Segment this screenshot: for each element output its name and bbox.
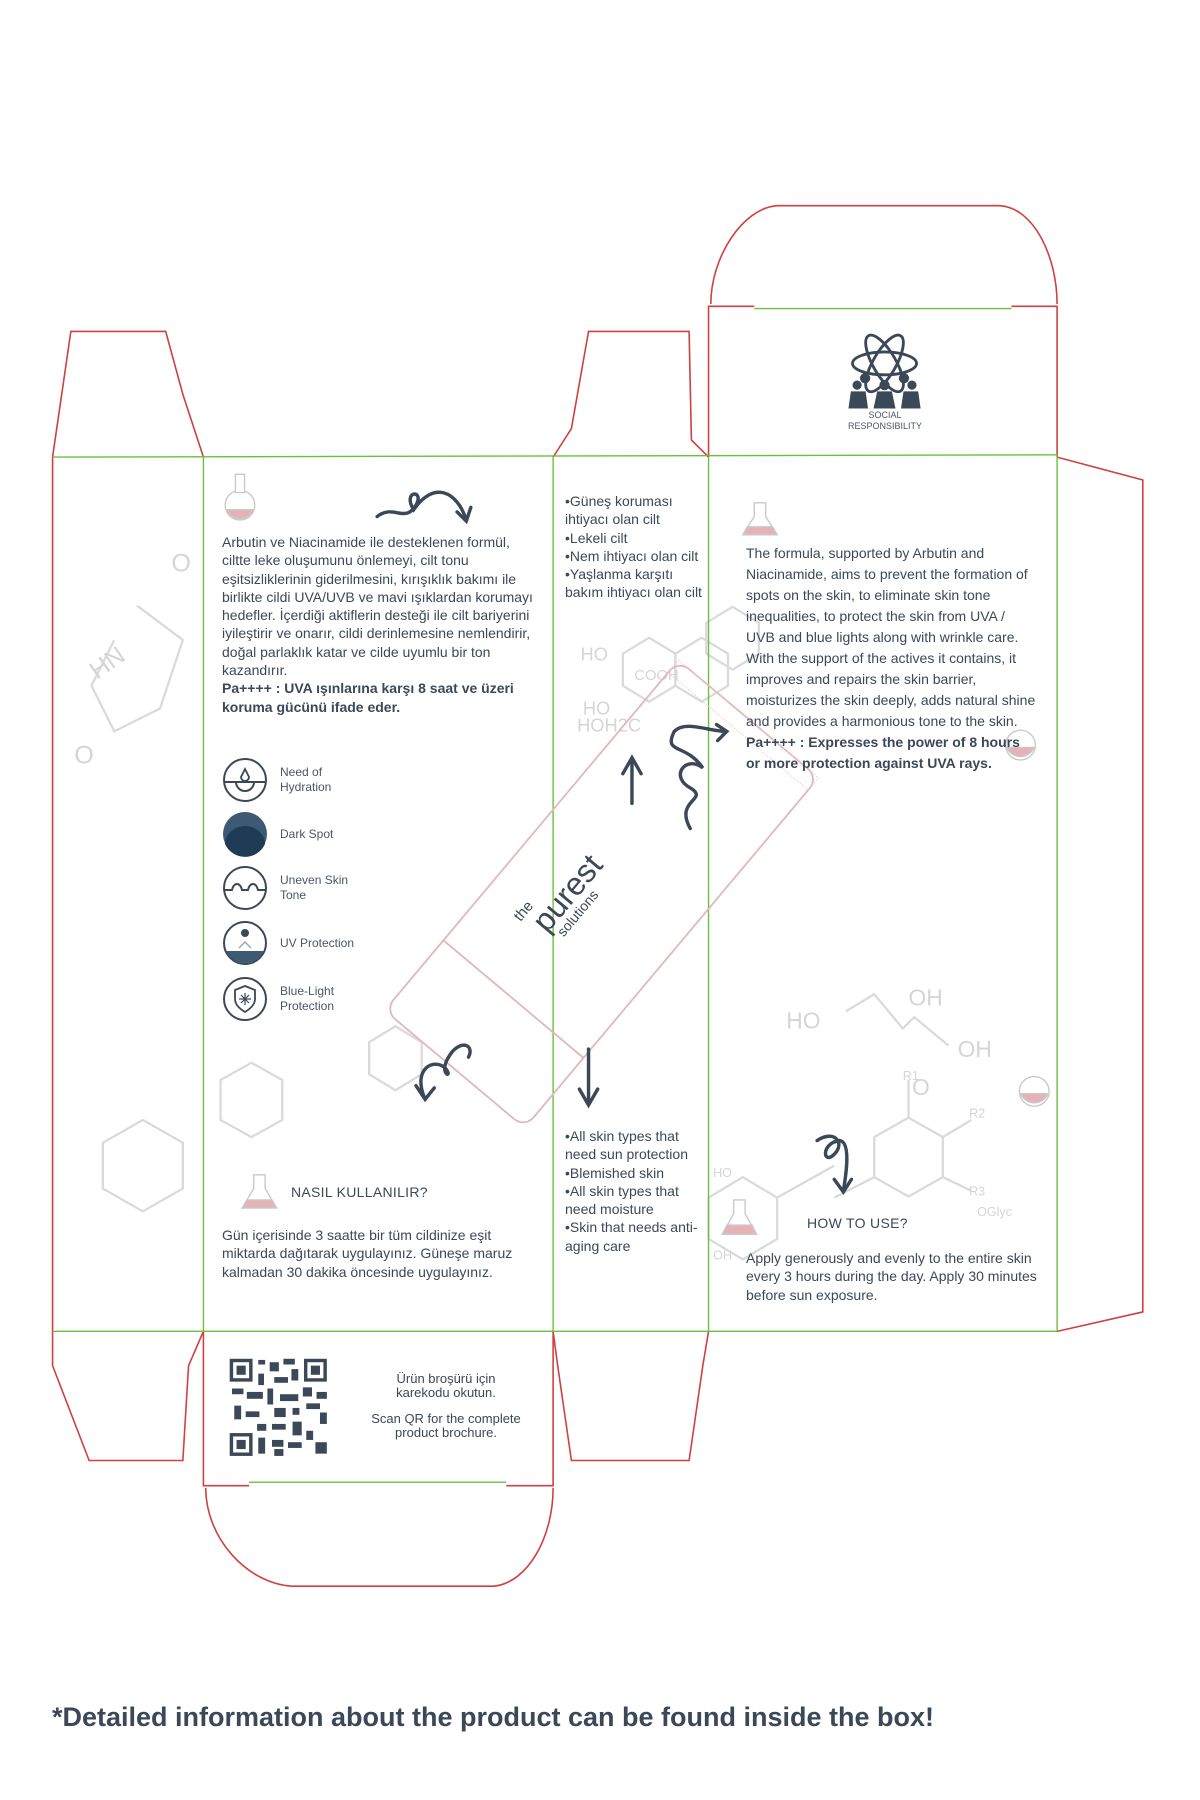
qr-instructions: Ürün broşürü için karekodu okutun. Scan … [356, 1372, 536, 1440]
chem-label: R2 [969, 1107, 985, 1121]
how-to-tr: Gün içerisinde 3 saatte bir tüm cildiniz… [222, 1227, 513, 1280]
footer-note: *Detailed information about the product … [52, 1702, 935, 1732]
benefit-hydration: Need of Hydration [222, 757, 370, 803]
benefit-label: Need of Hydration [280, 765, 332, 794]
pa-rating-tr: Pa++++ : UVA ışınlarına karşı 8 saat ve … [222, 680, 514, 715]
uneven-skin-tone-icon [223, 866, 267, 910]
pa-rating-en: Pa++++ : Expresses the power of 8 hours … [746, 734, 1020, 771]
list-item: •All skin types that need moisture [565, 1182, 679, 1218]
description-en-text: The formula, supported by Arbutin and Ni… [746, 545, 1036, 729]
list-item: •Nem ihtiyacı olan cilt [565, 547, 699, 564]
social-responsibility-icon [848, 333, 921, 409]
chem-label: R1 [903, 1069, 919, 1083]
swirl-arrow-icon [815, 1134, 849, 1193]
swirl-arrow-icon [419, 1043, 472, 1102]
list-item: •Skin that needs anti-aging care [565, 1219, 698, 1254]
chem-label: OH [958, 1036, 992, 1062]
list-item: •Blemished skin [565, 1164, 665, 1181]
uv-protection-icon [223, 921, 267, 965]
label-line: RESPONSIBILITY [847, 421, 923, 431]
list-item: •Lekeli cilt [565, 529, 628, 546]
benefit-uv-protection: UV Protection [222, 920, 370, 966]
chem-label: HO [583, 697, 610, 718]
qr-text-en: Scan QR for the complete product brochur… [371, 1411, 521, 1440]
benefit-blue-light: Blue-Light Protection [222, 976, 370, 1022]
chem-label: OH [713, 1248, 732, 1262]
arrow-down-icon [577, 1047, 600, 1109]
chem-label: HN [85, 641, 131, 685]
dark-spot-icon [223, 812, 267, 857]
qr-text-tr: Ürün broşürü için karekodu okutun. [396, 1371, 496, 1400]
swirl-arrow-icon [669, 724, 728, 831]
benefit-uneven-tone: Uneven Skin Tone [222, 865, 370, 911]
benefit-dark-spot: Dark Spot [222, 811, 370, 857]
description-tr-text: Arbutin ve Niacinamide ile desteklenen f… [222, 534, 533, 679]
benefit-label: Dark Spot [280, 826, 334, 841]
list-item: •Yaşlanma karşıtı bakım ihtiyacı olan ci… [565, 566, 702, 601]
arrow-up-icon [621, 754, 643, 806]
how-to-title-en: HOW TO USE? [807, 1215, 908, 1231]
skin-types-en: •All skin types that need sun protection… [565, 1127, 700, 1255]
description-tr: Arbutin ve Niacinamide ile desteklenen f… [222, 533, 540, 716]
benefit-label: Uneven Skin Tone [280, 873, 349, 902]
chem-label: COOH [634, 668, 679, 684]
label-line: SOCIAL [868, 410, 902, 420]
how-to-title-tr: NASIL KULLANILIR? [291, 1184, 428, 1200]
chem-label: HO [786, 1008, 820, 1034]
chem-label: OH [909, 985, 943, 1011]
fold-lines [52, 307, 1058, 1483]
flask-icon [224, 473, 1050, 1235]
chem-label: HOH2C [577, 714, 641, 735]
how-to-en: Apply generously and evenly to the entir… [746, 1250, 1037, 1303]
chemical-labels: HO HO HOH2C COOH OH HO OH O O HN O R1 R2… [74, 549, 1012, 1262]
decorative-arrows [375, 490, 854, 1195]
list-item: •All skin types that need sun protection [565, 1128, 688, 1163]
benefit-label: Blue-Light Protection [280, 984, 335, 1013]
blue-light-shield-icon [223, 977, 267, 1021]
chem-label: R3 [969, 1184, 985, 1198]
description-en: The formula, supported by Arbutin and Ni… [746, 543, 1036, 774]
chem-label: O [74, 741, 94, 769]
list-item: •Güneş koruması ihtiyacı olan cilt [565, 493, 673, 528]
qr-code-icon [228, 1357, 328, 1458]
chem-label: O [912, 1074, 930, 1100]
chem-label: HO [581, 644, 608, 665]
social-responsibility-label: SOCIAL RESPONSIBILITY [835, 410, 935, 432]
chem-label: OGlyc [977, 1205, 1012, 1219]
hydration-drop-icon [223, 758, 267, 802]
product-tube-illustration [389, 659, 820, 1124]
chem-label: O [171, 549, 191, 577]
benefit-label: UV Protection [280, 935, 355, 950]
skin-types-tr: •Güneş koruması ihtiyacı olan cilt •Leke… [565, 492, 705, 602]
swirl-arrow-icon [375, 490, 468, 522]
chem-label: HO [713, 1166, 732, 1180]
